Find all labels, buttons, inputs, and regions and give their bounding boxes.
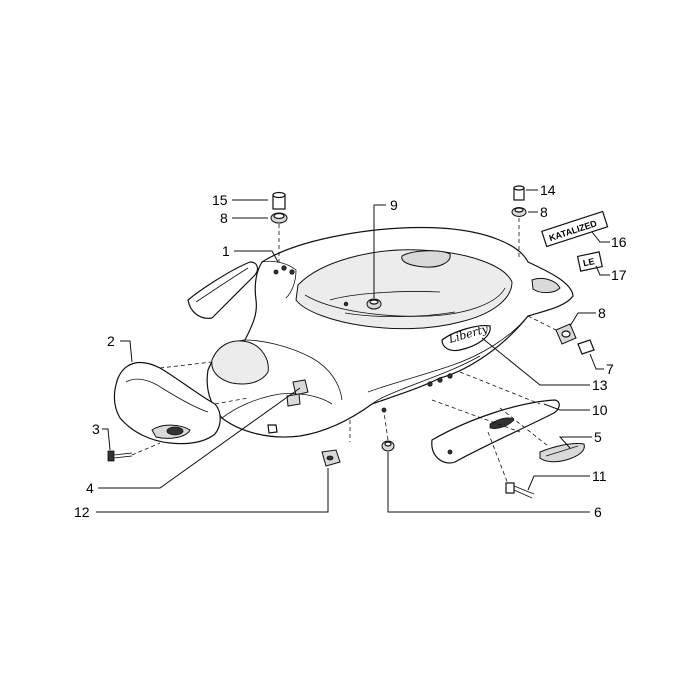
screw-11 (505, 482, 535, 499)
assembly-lines (159, 361, 549, 485)
le-text: LE (582, 256, 595, 268)
label-11: 11 (592, 468, 607, 484)
label-9: 9 (390, 197, 398, 213)
left-bracket (187, 261, 259, 319)
label-5: 5 (594, 429, 602, 445)
label-14: 14 (540, 182, 556, 198)
screw-3 (107, 442, 161, 462)
label-3: 3 (92, 421, 100, 437)
grommet-top-left (270, 191, 288, 262)
part-labels: 15 8 1 9 14 8 16 17 8 7 2 3 4 12 13 10 5… (74, 182, 627, 520)
label-4: 4 (86, 480, 94, 496)
label-13: 13 (592, 377, 608, 393)
label-8-right-top: 8 (540, 204, 548, 220)
label-2: 2 (107, 333, 115, 349)
label-7: 7 (606, 361, 614, 377)
label-12: 12 (74, 504, 90, 520)
bushing-right (527, 315, 595, 355)
leader-lines (96, 189, 610, 513)
label-8-side: 8 (598, 305, 606, 321)
lower-bracket (431, 399, 560, 464)
front-cover (113, 361, 221, 445)
label-1: 1 (222, 243, 230, 259)
katalized-decal: KATALIZED (541, 210, 609, 248)
reflector (539, 443, 585, 463)
label-16: 16 (611, 234, 627, 250)
clip (292, 379, 309, 396)
nut-12 (321, 449, 341, 467)
grommet-top-right (511, 185, 527, 260)
le-decal: LE (576, 251, 603, 272)
label-10: 10 (592, 402, 608, 418)
clip-2 (286, 393, 301, 407)
grommet-6 (381, 440, 395, 452)
label-6: 6 (594, 504, 602, 520)
label-15: 15 (212, 192, 228, 208)
nut-9 (366, 298, 382, 310)
label-8-left: 8 (220, 210, 228, 226)
label-17: 17 (611, 267, 627, 283)
inner-recess (211, 340, 269, 385)
